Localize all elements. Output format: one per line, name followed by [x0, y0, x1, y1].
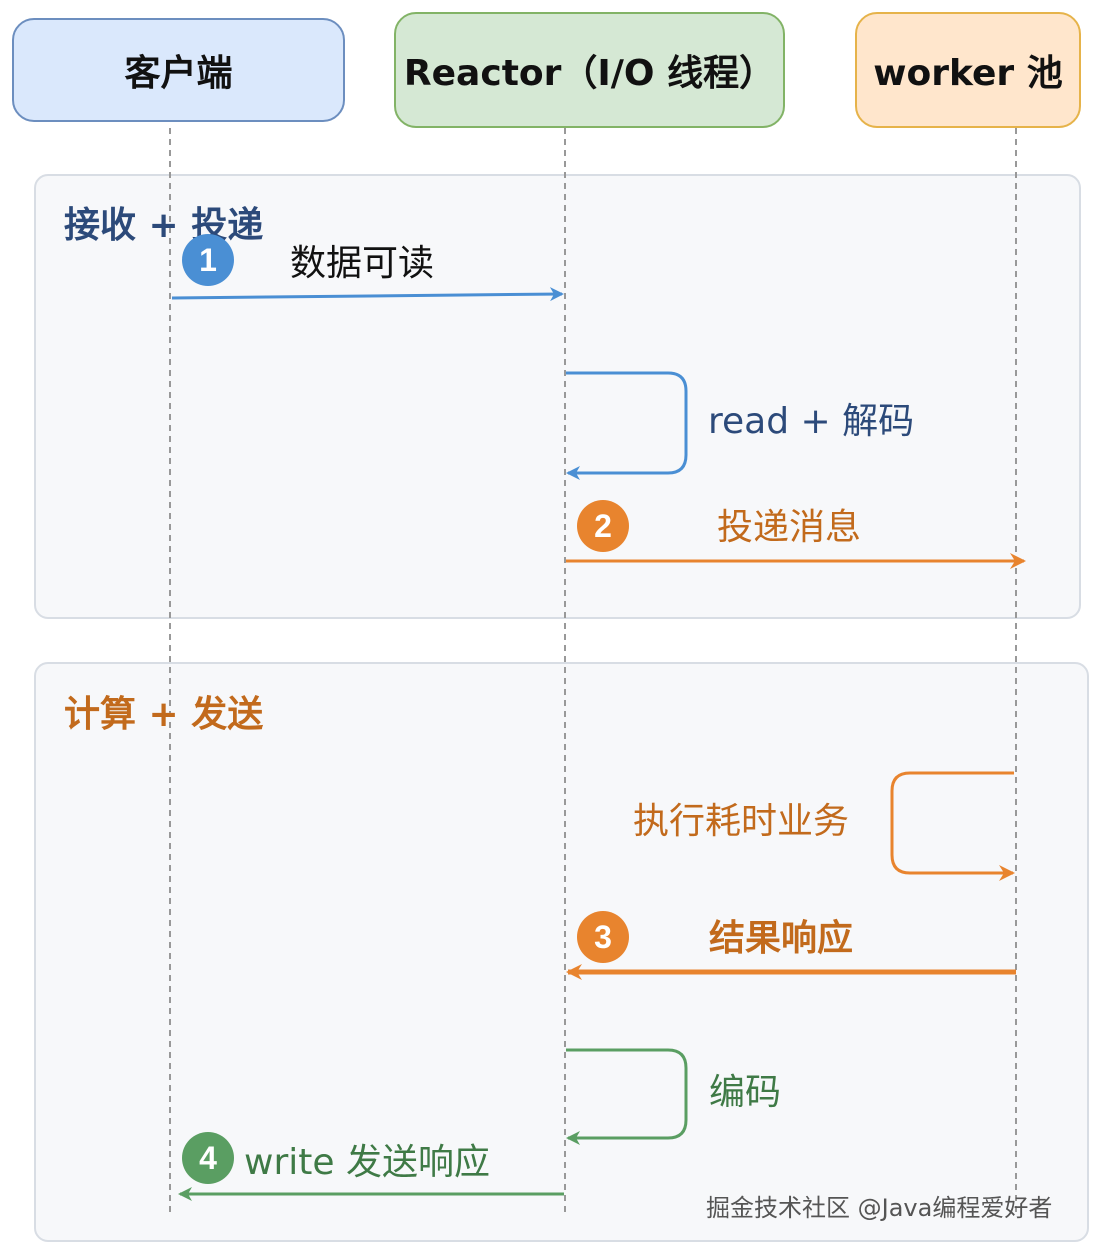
step-3-badge: 3 — [577, 911, 629, 963]
step-4-label: write 发送响应 — [244, 1142, 490, 1183]
participant-reactor-label: Reactor（I/O 线程） — [403, 53, 776, 94]
step-4-badge: 4 — [182, 1132, 234, 1184]
section-title-compute: 计算 + 发送 — [64, 694, 264, 735]
participant-reactor: Reactor（I/O 线程） — [394, 12, 785, 128]
step-1-label: 数据可读 — [290, 243, 435, 284]
self-loop-read — [566, 371, 688, 480]
self-loop-encode — [566, 1048, 688, 1145]
step-1-badge: 1 — [182, 234, 234, 286]
section-title-receive: 接收 + 投递 — [64, 205, 264, 246]
self-loop-exec — [890, 771, 1015, 881]
self-loop-encode-label: 编码 — [709, 1072, 782, 1113]
self-loop-exec-label: 执行耗时业务 — [633, 801, 850, 842]
step-2-badge: 2 — [577, 500, 629, 552]
arrow-step-1 — [171, 287, 564, 302]
self-loop-read-label: read + 解码 — [708, 401, 915, 442]
participant-client: 客户端 — [12, 18, 345, 122]
participant-worker: worker 池 — [855, 12, 1081, 128]
participant-client-label: 客户端 — [124, 53, 233, 94]
watermark: 掘金技术社区 @Java编程爱好者 — [706, 1194, 1053, 1222]
step-2-label: 投递消息 — [717, 507, 862, 548]
step-3-label: 结果响应 — [709, 918, 854, 959]
participant-worker-label: worker 池 — [873, 53, 1063, 94]
